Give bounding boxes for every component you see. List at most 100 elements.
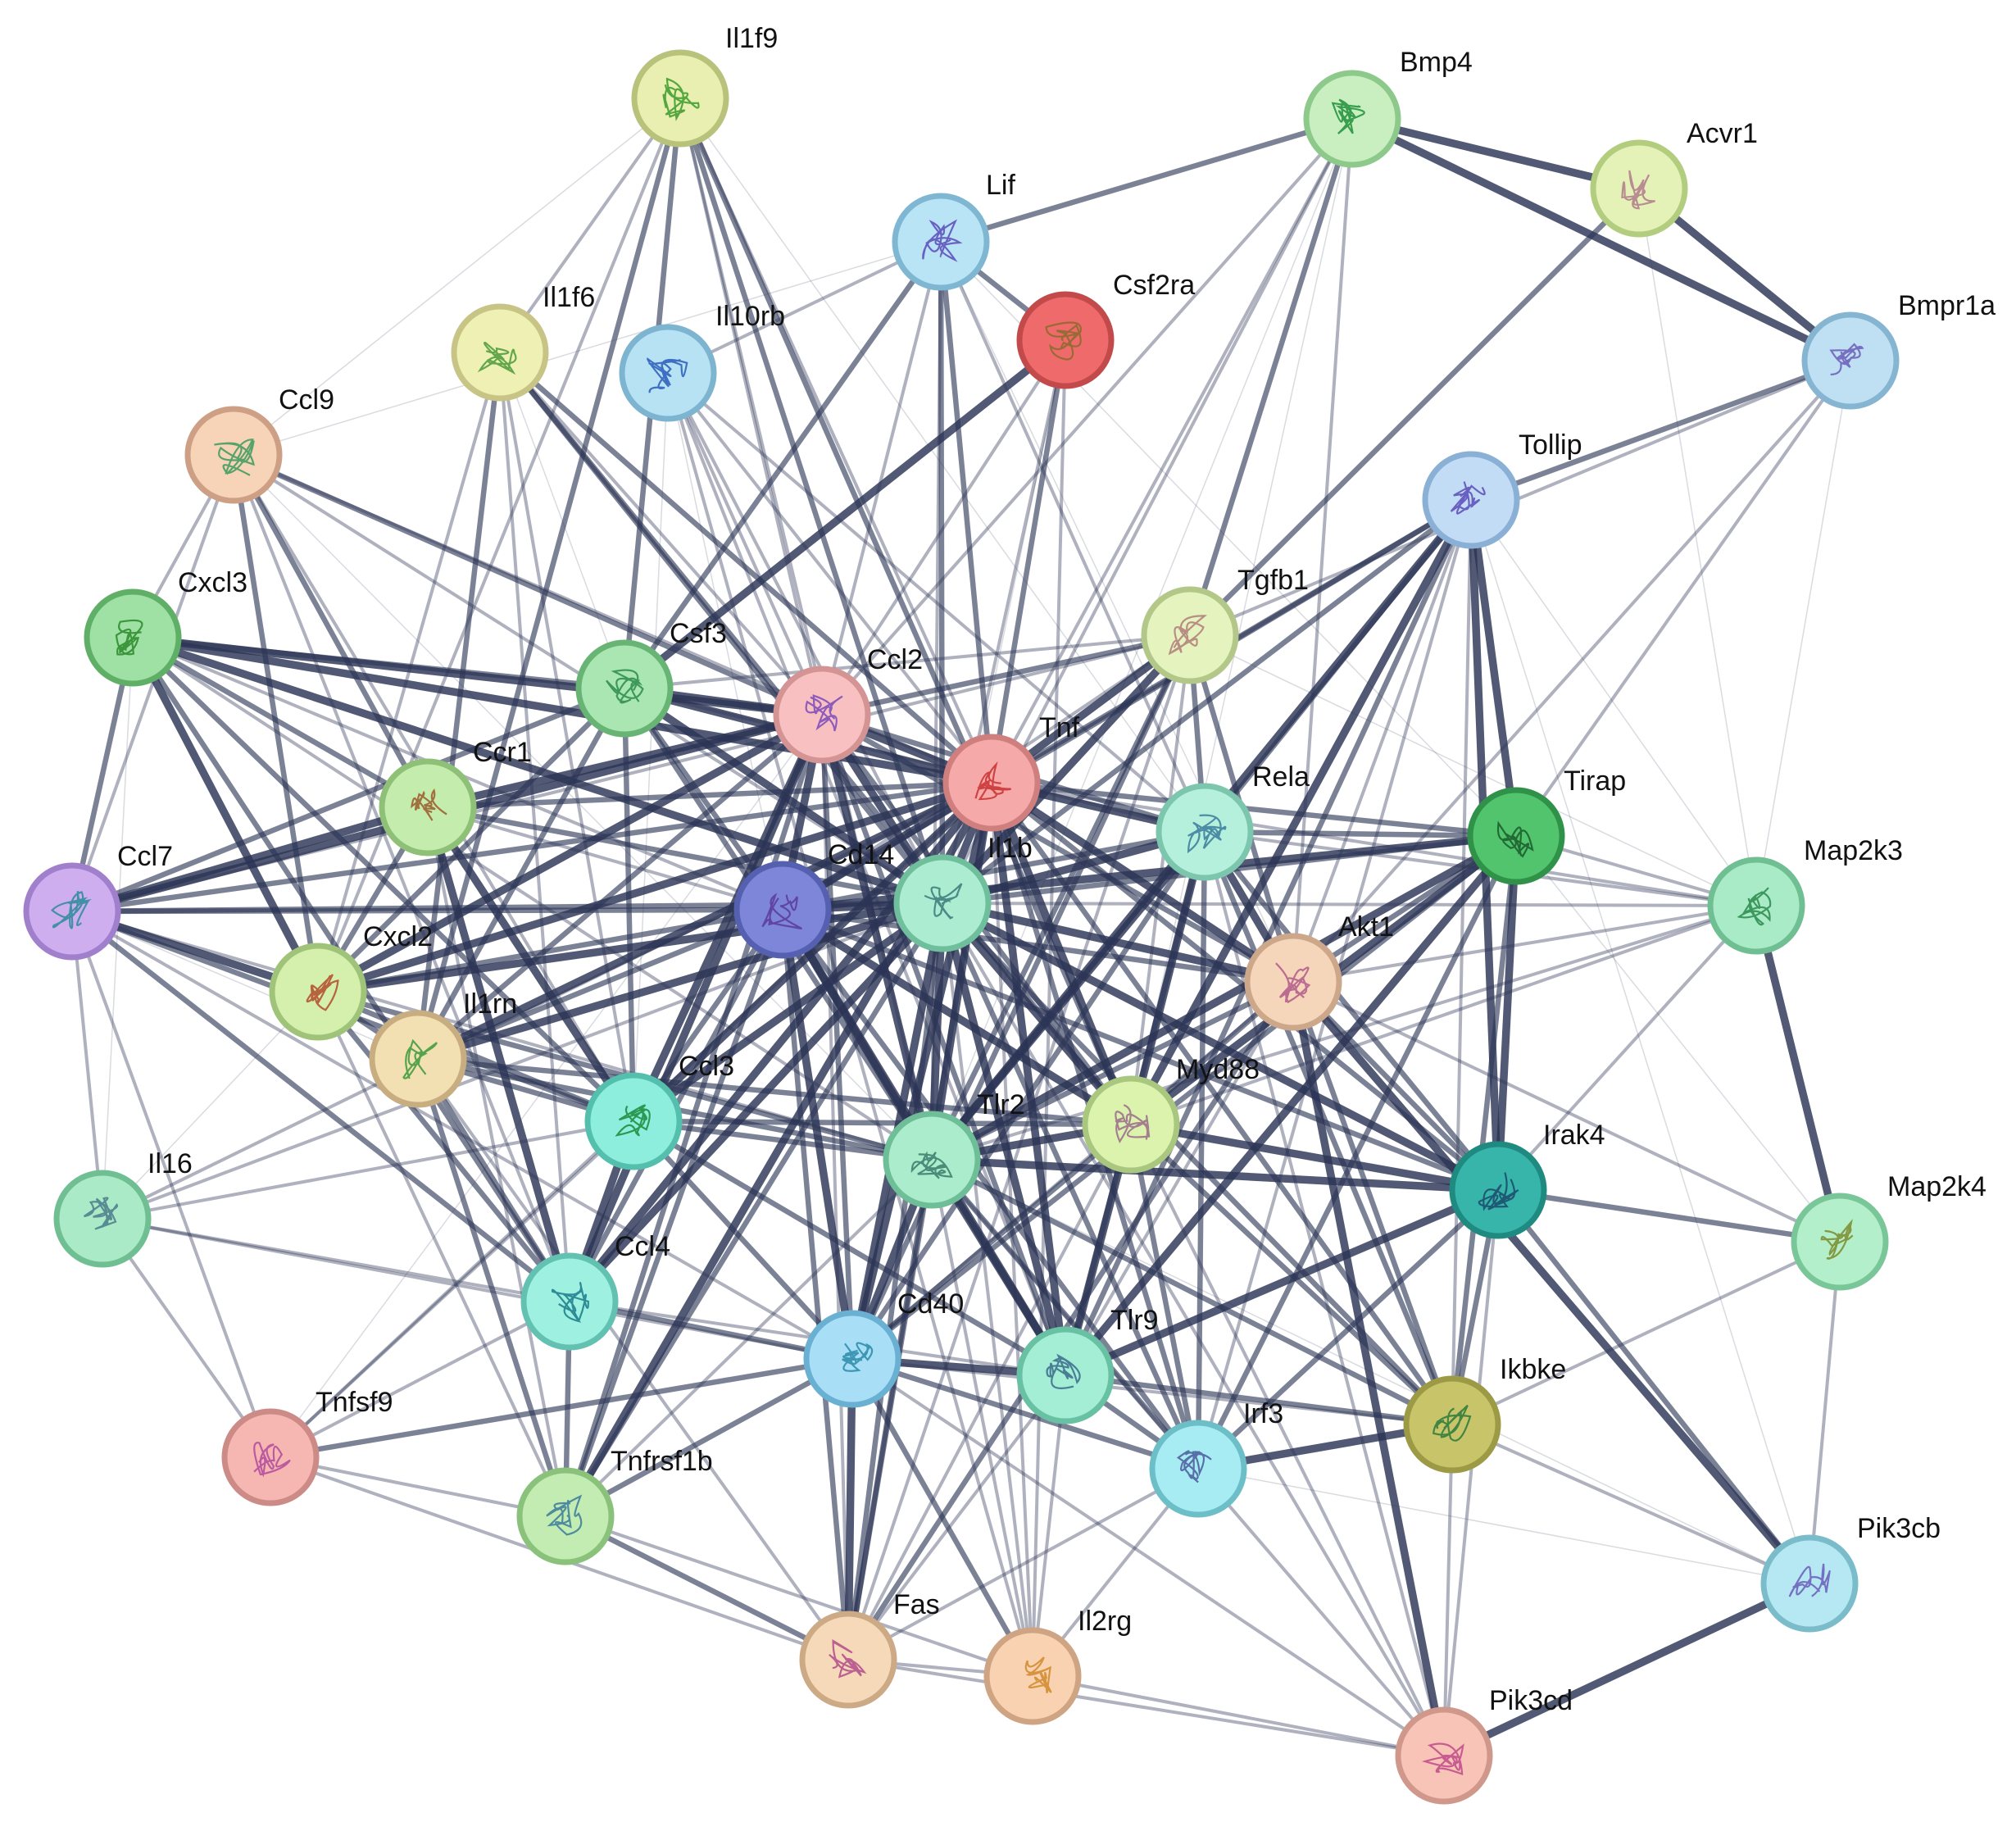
node-il1f6[interactable]: Il1f6 xyxy=(451,282,595,402)
protein-structure-icon xyxy=(1478,1172,1519,1211)
node-circle[interactable] xyxy=(942,734,1041,832)
interaction-edge-tollip-map2k3 xyxy=(1470,499,1757,906)
node-pik3cd[interactable]: Pik3cd xyxy=(1395,1685,1573,1805)
interaction-edge-cd40-irf3 xyxy=(849,1356,1201,1472)
interaction-edge-cxcl3-csf3 xyxy=(129,634,628,692)
node-fas[interactable]: Fas xyxy=(799,1589,940,1709)
node-cd14[interactable]: Cd14 xyxy=(733,839,894,959)
node-circle[interactable] xyxy=(451,303,549,402)
node-cxcl2[interactable]: Cxcl2 xyxy=(269,921,433,1041)
node-il1b[interactable]: Il1b xyxy=(893,833,1033,952)
node-circle[interactable] xyxy=(733,861,832,959)
node-circle[interactable] xyxy=(1403,1375,1501,1474)
node-label: Ccl9 xyxy=(279,384,334,416)
node-circle[interactable] xyxy=(53,1170,152,1268)
interaction-edge-ccl7-cd14 xyxy=(69,906,786,915)
interaction-edge-bmpr1a-tirap xyxy=(1514,359,1852,838)
node-rela[interactable]: Rela xyxy=(1156,761,1310,881)
node-cd40[interactable]: Cd40 xyxy=(803,1288,964,1408)
interaction-edge-cd40-pik3cd xyxy=(851,1357,1446,1757)
node-tnfrsf1b[interactable]: Tnfrsf1b xyxy=(516,1446,713,1565)
interaction-edge-tollip-pik3cb xyxy=(1470,499,1810,1584)
node-label: Map2k3 xyxy=(1804,835,1903,866)
node-circle[interactable] xyxy=(1149,1420,1247,1518)
node-acvr1[interactable]: Acvr1 xyxy=(1590,118,1758,238)
node-label: Cxcl2 xyxy=(363,921,433,952)
node-label: Il10rb xyxy=(715,301,785,332)
node-label: Akt1 xyxy=(1338,911,1394,943)
node-tlr9[interactable]: Tlr9 xyxy=(1016,1305,1159,1424)
node-map2k4[interactable]: Map2k4 xyxy=(1791,1171,1986,1291)
node-pik3cb[interactable]: Pik3cb xyxy=(1760,1513,1941,1633)
protein-structure-icon xyxy=(115,619,143,656)
interaction-edge-ikbke-pik3cb xyxy=(1451,1423,1811,1585)
node-circle[interactable] xyxy=(983,1627,1082,1725)
node-il1rn[interactable]: Il1rn xyxy=(369,988,517,1108)
interaction-edge-csf3-cxcl2 xyxy=(315,685,628,995)
node-tollip[interactable]: Tollip xyxy=(1422,429,1582,549)
interaction-edge-il1f6-ccl3 xyxy=(498,351,635,1123)
node-ccl7[interactable]: Ccl7 xyxy=(23,841,173,961)
interaction-edge-ccl3-tlr2 xyxy=(630,1118,935,1163)
node-il10rb[interactable]: Il10rb xyxy=(619,301,785,422)
protein-structure-icon xyxy=(546,1494,583,1536)
node-circle[interactable] xyxy=(575,639,674,738)
node-bmpr1a[interactable]: Bmpr1a xyxy=(1801,290,1996,410)
interaction-edge-ccl3-myd88 xyxy=(630,1118,1134,1128)
interaction-edge-il1f9-rela xyxy=(679,98,1206,833)
interaction-edge-ccr1-tnfrsf1b xyxy=(426,806,567,1518)
node-ccl3[interactable]: Ccl3 xyxy=(584,1051,734,1170)
node-akt1[interactable]: Akt1 xyxy=(1244,911,1394,1031)
node-lif[interactable]: Lif xyxy=(892,170,1015,291)
node-il2rg[interactable]: Il2rg xyxy=(983,1606,1132,1725)
node-il1f9[interactable]: Il1f9 xyxy=(631,23,778,148)
node-ccl2[interactable]: Ccl2 xyxy=(773,644,923,764)
node-map2k3[interactable]: Map2k3 xyxy=(1707,835,1903,955)
interaction-edge-tgfb1-il1b xyxy=(938,631,1194,907)
node-csf3[interactable]: Csf3 xyxy=(575,618,727,738)
node-cxcl3[interactable]: Cxcl3 xyxy=(84,567,247,687)
node-tirap[interactable]: Tirap xyxy=(1467,766,1626,885)
node-irak4[interactable]: Irak4 xyxy=(1449,1120,1605,1239)
interaction-edge-cd14-tnfrsf1b xyxy=(562,906,786,1520)
interaction-edge-tirap-cd40 xyxy=(849,833,1519,1362)
interaction-edge-il1b-irf3 xyxy=(939,900,1201,1472)
node-ccl9[interactable]: Ccl9 xyxy=(184,384,334,504)
interaction-edge-tnf-il16 xyxy=(101,781,993,1220)
node-myd88[interactable]: Myd88 xyxy=(1082,1054,1260,1174)
interaction-edge-rela-cd14 xyxy=(779,829,1208,913)
node-label: Il1b xyxy=(988,833,1033,864)
node-irf3[interactable]: Irf3 xyxy=(1149,1398,1283,1518)
node-circle[interactable] xyxy=(516,1467,615,1565)
node-label: Ikbke xyxy=(1500,1354,1566,1385)
node-tnf[interactable]: Tnf xyxy=(942,712,1080,832)
interaction-edge-ccl3-tnfsf9 xyxy=(269,1120,635,1459)
interaction-edge-il1b-il2rg xyxy=(941,902,1034,1678)
node-circle[interactable] xyxy=(1016,291,1115,389)
node-ikbke[interactable]: Ikbke xyxy=(1403,1354,1566,1474)
node-il16[interactable]: Il16 xyxy=(53,1148,193,1268)
node-label: Il16 xyxy=(148,1148,193,1179)
node-circle[interactable] xyxy=(221,1408,320,1506)
node-bmp4[interactable]: Bmp4 xyxy=(1303,47,1473,168)
protein-structure-icon xyxy=(662,77,700,121)
node-label: Ccl4 xyxy=(615,1231,670,1262)
node-ccr1[interactable]: Ccr1 xyxy=(379,737,532,856)
interaction-edge-tnf-map2k3 xyxy=(990,781,1758,907)
node-circle[interactable] xyxy=(379,758,477,856)
protein-structure-icon xyxy=(83,1197,119,1230)
interaction-edge-il1b-ikbke xyxy=(939,900,1455,1428)
node-tgfb1[interactable]: Tgfb1 xyxy=(1141,565,1309,684)
node-ccl4[interactable]: Ccl4 xyxy=(520,1231,670,1351)
interaction-edge-csf2ra-cd40 xyxy=(851,339,1066,1360)
interaction-edge-ccl7-cd40 xyxy=(70,910,854,1361)
node-tlr2[interactable]: Tlr2 xyxy=(883,1089,1025,1209)
node-csf2ra[interactable]: Csf2ra xyxy=(1016,270,1195,389)
node-circle[interactable] xyxy=(1467,787,1565,885)
node-circle[interactable] xyxy=(1141,586,1239,684)
interaction-edge-il1b-pik3cd xyxy=(941,902,1446,1757)
node-circle[interactable] xyxy=(1422,451,1520,549)
protein-structure-icon xyxy=(551,1282,589,1323)
node-label: Tnfrsf1b xyxy=(611,1446,713,1477)
node-tnfsf9[interactable]: Tnfsf9 xyxy=(221,1387,393,1506)
